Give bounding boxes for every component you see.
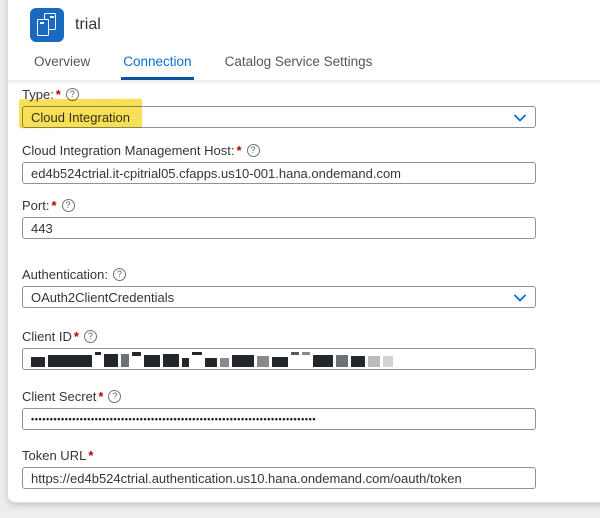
form-field-type: Type:* ? Cloud Integration [18, 86, 536, 129]
required-asterisk: * [55, 86, 61, 102]
form-field-client-secret: Client Secret* ? [22, 389, 536, 430]
field-label: Authentication: [22, 266, 109, 282]
tab-bar: Overview Connection Catalog Service Sett… [8, 50, 600, 80]
field-label: Cloud Integration Management Host: [22, 142, 235, 158]
form-field-host: Cloud Integration Management Host:* ? [22, 143, 536, 184]
required-asterisk: * [51, 197, 57, 213]
content-top-shade [8, 80, 600, 84]
tab-catalog-service-settings[interactable]: Catalog Service Settings [224, 54, 373, 69]
type-select-value: Cloud Integration [31, 109, 131, 125]
help-icon[interactable]: ? [65, 87, 79, 101]
form-field-client-id: Client ID* ? [22, 329, 536, 370]
form-field-token-url: Token URL* [22, 448, 536, 489]
tab-connection[interactable]: Connection [121, 50, 194, 80]
connection-dialog: trial Overview Connection Catalog Servic… [7, 0, 600, 503]
field-label: Client ID [22, 328, 72, 344]
help-icon[interactable]: ? [61, 198, 75, 212]
field-label: Client Secret [22, 388, 97, 404]
field-label-row: Authentication: ? [22, 266, 536, 282]
field-label-row: Token URL* [22, 447, 536, 463]
token-url-input[interactable] [22, 467, 536, 489]
tab-overview[interactable]: Overview [34, 54, 91, 69]
authentication-select-value: OAuth2ClientCredentials [31, 289, 175, 305]
field-label-row: Client ID* ? [22, 328, 536, 344]
it-systems-icon [30, 8, 64, 42]
form-field-authentication: Authentication: ? OAuth2ClientCredential… [22, 267, 536, 308]
field-label-row: Cloud Integration Management Host:* ? [22, 142, 536, 158]
redacted-value [31, 351, 396, 367]
required-asterisk: * [98, 388, 104, 404]
field-label: Type: [22, 86, 54, 102]
host-input[interactable] [22, 162, 536, 184]
client-secret-input[interactable] [22, 408, 536, 430]
required-asterisk: * [88, 447, 94, 463]
required-asterisk: * [236, 142, 242, 158]
chevron-down-icon [514, 114, 526, 122]
field-label-row: Type:* ? [22, 86, 536, 102]
page-title: trial [75, 16, 101, 33]
chevron-down-icon [514, 294, 526, 302]
authentication-select[interactable]: OAuth2ClientCredentials [22, 286, 536, 308]
field-label-row: Client Secret* ? [22, 388, 536, 404]
client-id-input[interactable] [22, 348, 536, 370]
dialog-header: trial [8, 1, 600, 44]
form-field-port: Port:* ? [22, 198, 536, 239]
help-icon[interactable]: ? [113, 267, 127, 281]
help-icon[interactable]: ? [246, 143, 260, 157]
required-asterisk: * [73, 328, 79, 344]
help-icon[interactable]: ? [108, 389, 122, 403]
field-label-row: Port:* ? [22, 197, 536, 213]
field-label: Token URL [22, 447, 87, 463]
connection-form: Type:* ? Cloud Integration Cloud Integra… [8, 80, 600, 489]
port-input[interactable] [22, 217, 536, 239]
help-icon[interactable]: ? [83, 329, 97, 343]
field-label: Port: [22, 197, 50, 213]
type-select[interactable]: Cloud Integration [22, 106, 536, 128]
